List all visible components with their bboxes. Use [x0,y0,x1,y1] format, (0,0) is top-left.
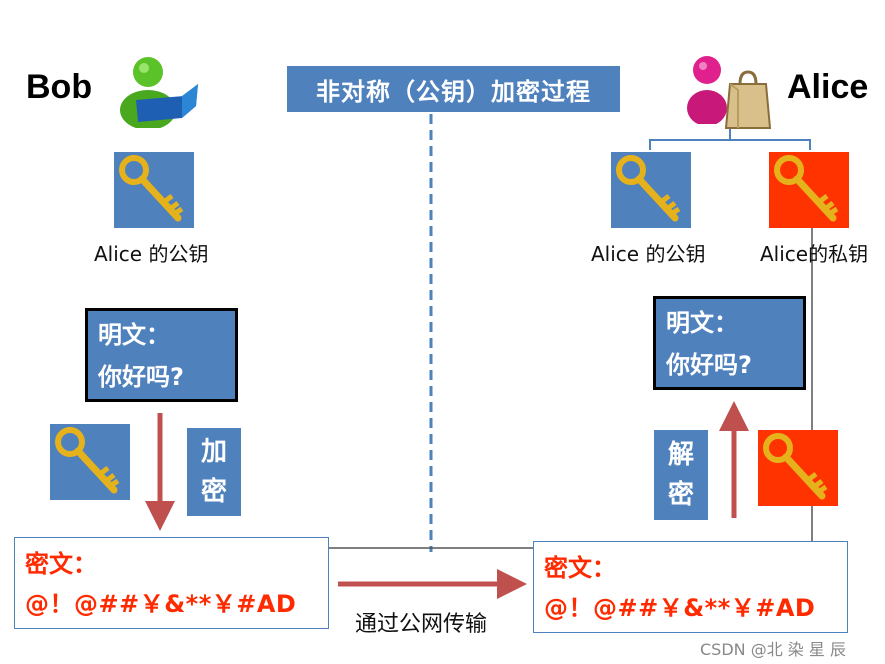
plaintext-content: 你好吗? [98,363,184,391]
ciphertext-label: 密文： [25,550,97,578]
encrypt-char: 密 [200,477,227,507]
key-icon [774,155,839,222]
user-green-icon [120,57,198,128]
decrypt-char: 解 [667,440,694,470]
alice-public-key-box [611,152,691,228]
plaintext-label: 明文： [98,321,170,349]
key-icon [763,433,828,500]
key-icon [55,427,120,494]
decrypt-char: 密 [667,480,694,510]
plaintext-content: 你好吗? [666,351,752,379]
decrypt-label-box: 解 密 [654,430,708,520]
encrypt-key-box [50,424,130,500]
alice-private-key-box [769,152,849,228]
transfer-label: 通过公网传输 [355,612,488,637]
page-title: 非对称（公钥）加密过程 [287,66,620,112]
ciphertext-content: @！@##￥&**￥#AD [544,594,816,622]
plaintext-label: 明文： [666,309,738,337]
key-icon [119,155,184,222]
alice-private-key-caption: Alice的私钥 [760,242,869,266]
decrypt-key-box [758,430,838,506]
bob-ciphertext-box: 密文： @！@##￥&**￥#AD [14,537,329,629]
encrypt-char: 加 [200,437,227,467]
alice-public-key-caption: Alice 的公钥 [591,242,706,266]
alice-ciphertext-box: 密文： @！@##￥&**￥#AD [533,541,848,633]
alice-plaintext-box: 明文： 你好吗? [653,296,806,390]
key-icon [616,155,681,222]
ciphertext-label: 密文： [544,554,616,582]
encrypt-label-box: 加 密 [187,428,241,516]
bob-public-key-box [114,152,194,228]
shopping-bag-icon [724,70,772,129]
alice-key-bracket [649,127,811,150]
bob-key-caption: Alice 的公钥 [94,242,209,266]
watermark: CSDN @北 染 星 辰 [700,640,846,659]
ciphertext-content: @！@##￥&**￥#AD [25,590,297,618]
bob-plaintext-box: 明文： 你好吗? [85,308,238,402]
user-pink-icon [687,56,727,124]
bob-label: Bob [26,68,93,106]
alice-label: Alice [787,68,869,106]
